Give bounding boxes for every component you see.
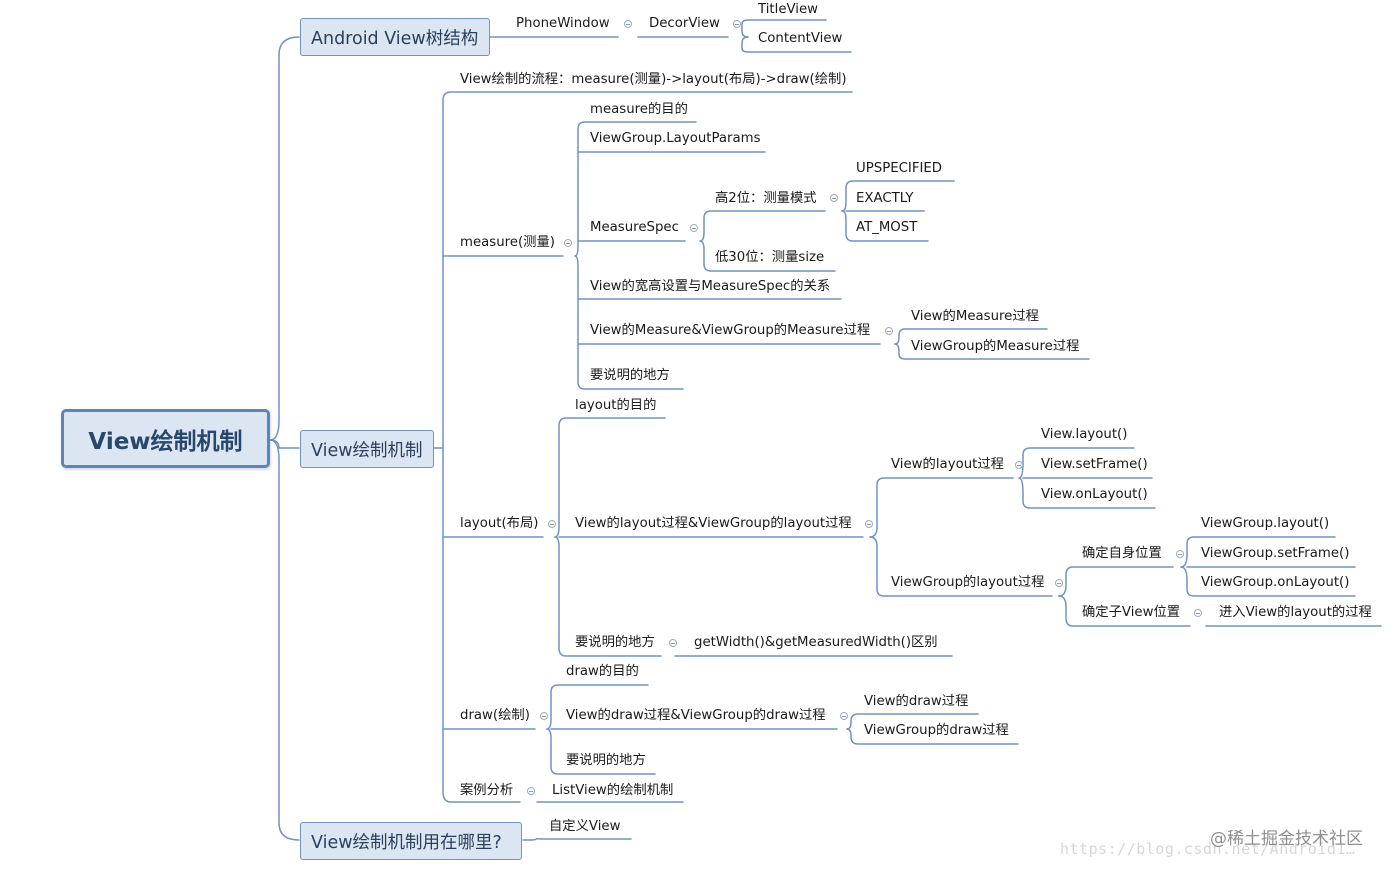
collapse-toggle-icon[interactable] <box>840 712 848 720</box>
topic-child-position[interactable]: 确定子View位置 <box>1082 605 1181 620</box>
topic-mode-exactly[interactable]: EXACTLY <box>856 191 914 206</box>
watermark-url: https://blog.csdn.net/Android1… <box>1060 840 1356 858</box>
collapse-toggle-icon[interactable] <box>527 787 535 795</box>
topic-view-layout[interactable]: View.layout() <box>1041 427 1128 442</box>
topic-low-bits[interactable]: 低30位：测量size <box>715 250 825 265</box>
topic-view-setframe[interactable]: View.setFrame() <box>1041 457 1148 472</box>
collapse-toggle-icon[interactable] <box>1176 550 1184 558</box>
branch-where-used[interactable]: View绘制机制用在哪里? <box>300 822 522 860</box>
topic-measure[interactable]: measure(测量) <box>460 235 555 250</box>
topic-measurespec[interactable]: MeasureSpec <box>590 220 679 235</box>
topic-titleview[interactable]: TitleView <box>758 2 819 17</box>
topic-custom-view[interactable]: 自定义View <box>549 819 621 834</box>
collapse-toggle-icon[interactable] <box>1055 579 1063 587</box>
topic-mode-at-most[interactable]: AT_MOST <box>856 220 918 235</box>
topic-layout-notes[interactable]: 要说明的地方 <box>575 635 655 650</box>
topic-view-measure[interactable]: View的Measure过程 <box>911 309 1039 324</box>
topic-viewgroup-setframe[interactable]: ViewGroup.setFrame() <box>1201 546 1350 561</box>
collapse-toggle-icon[interactable] <box>1194 609 1202 617</box>
collapse-toggle-icon[interactable] <box>624 20 632 28</box>
root-topic[interactable]: View绘制机制 <box>61 409 270 468</box>
topic-phonewindow[interactable]: PhoneWindow <box>516 16 610 31</box>
collapse-toggle-icon[interactable] <box>865 520 873 528</box>
topic-width-difference[interactable]: getWidth()&getMeasuredWidth()区别 <box>694 635 938 650</box>
topic-viewgroup-onlayout[interactable]: ViewGroup.onLayout() <box>1201 575 1350 590</box>
topic-viewgroup-draw[interactable]: ViewGroup的draw过程 <box>864 723 1009 738</box>
branch-view-draw-mechanism[interactable]: View绘制机制 <box>300 430 434 468</box>
collapse-toggle-icon[interactable] <box>548 520 556 528</box>
topic-layoutparams[interactable]: ViewGroup.LayoutParams <box>590 131 761 146</box>
topic-contentview[interactable]: ContentView <box>758 31 843 46</box>
topic-viewgroup-measure[interactable]: ViewGroup的Measure过程 <box>911 339 1080 354</box>
topic-viewgroup-layout[interactable]: ViewGroup.layout() <box>1201 516 1330 531</box>
collapse-toggle-icon[interactable] <box>1015 461 1023 469</box>
topic-view-onlayout[interactable]: View.onLayout() <box>1041 487 1148 502</box>
topic-draw[interactable]: draw(绘制) <box>460 708 530 723</box>
topic-draw-purpose[interactable]: draw的目的 <box>566 664 639 679</box>
collapse-toggle-icon[interactable] <box>540 712 548 720</box>
topic-decorview[interactable]: DecorView <box>649 16 720 31</box>
topic-draw-process[interactable]: View的draw过程&ViewGroup的draw过程 <box>566 708 826 723</box>
topic-layout-process[interactable]: View的layout过程&ViewGroup的layout过程 <box>575 516 852 531</box>
topic-measure-process[interactable]: View的Measure&ViewGroup的Measure过程 <box>590 323 871 338</box>
topic-enter-child-layout[interactable]: 进入View的layout的过程 <box>1219 605 1372 620</box>
topic-view-layout-process[interactable]: View的layout过程 <box>891 457 1004 472</box>
collapse-toggle-icon[interactable] <box>669 639 677 647</box>
topic-listview[interactable]: ListView的绘制机制 <box>552 783 674 798</box>
watermark-brand: @稀土掘金技术社区 <box>1210 829 1363 849</box>
topic-draw-notes[interactable]: 要说明的地方 <box>566 753 646 768</box>
topic-measure-purpose[interactable]: measure的目的 <box>590 102 688 117</box>
topic-viewgroup-layout-process[interactable]: ViewGroup的layout过程 <box>891 575 1045 590</box>
topic-case-study[interactable]: 案例分析 <box>460 783 514 798</box>
topic-layout-purpose[interactable]: layout的目的 <box>575 398 657 413</box>
topic-measure-notes[interactable]: 要说明的地方 <box>590 368 670 383</box>
collapse-toggle-icon[interactable] <box>690 224 698 232</box>
collapse-toggle-icon[interactable] <box>885 327 893 335</box>
topic-mode-unspecified[interactable]: UPSPECIFIED <box>856 161 943 176</box>
collapse-toggle-icon[interactable] <box>733 20 741 28</box>
collapse-toggle-icon[interactable] <box>564 239 572 247</box>
branch-android-view-tree[interactable]: Android View树结构 <box>300 18 490 56</box>
topic-self-position[interactable]: 确定自身位置 <box>1082 546 1162 561</box>
topic-view-draw[interactable]: View的draw过程 <box>864 694 969 709</box>
topic-high-bits[interactable]: 高2位：测量模式 <box>715 191 817 206</box>
topic-measurespec-relation[interactable]: View的宽高设置与MeasureSpec的关系 <box>590 279 831 294</box>
topic-layout[interactable]: layout(布局) <box>460 516 539 531</box>
topic-draw-flow[interactable]: View绘制的流程：measure(测量)->layout(布局)->draw(… <box>460 72 847 87</box>
collapse-toggle-icon[interactable] <box>830 194 838 202</box>
